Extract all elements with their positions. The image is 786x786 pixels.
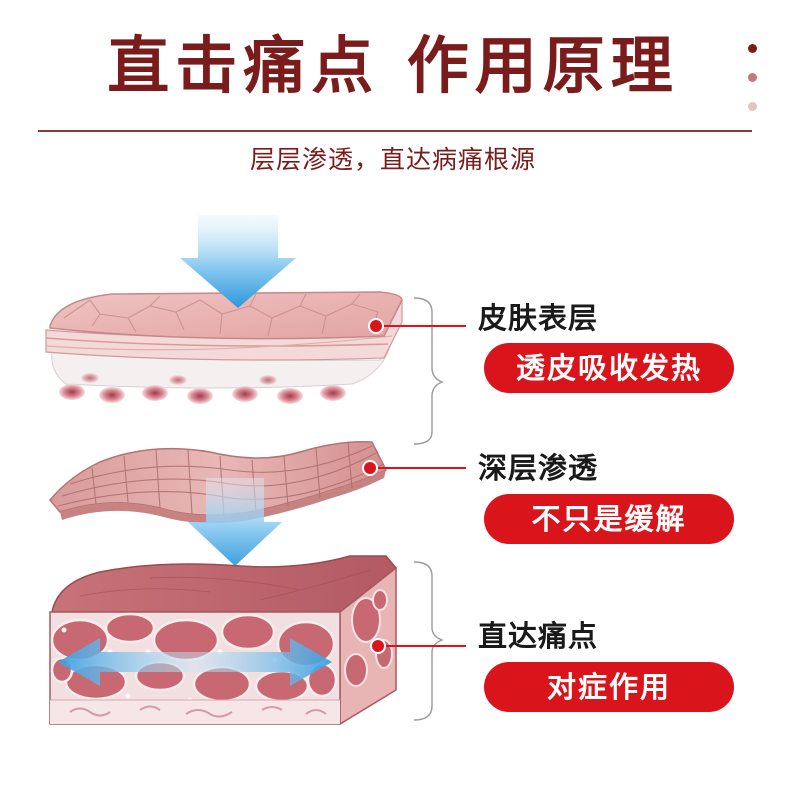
dot-icon	[748, 102, 757, 111]
header-divider	[38, 130, 752, 132]
callout-line-2	[362, 460, 466, 476]
dot-icon	[748, 44, 757, 53]
dot-icon	[748, 73, 757, 82]
down-arrow-icon	[180, 215, 296, 308]
bracket-top	[413, 297, 444, 445]
double-arrow-icon	[58, 638, 332, 686]
layer-label-pain-point: 直达痛点	[478, 619, 599, 653]
layer-pill-deep-penetration: 不只是缓解	[484, 494, 734, 544]
skin-surface-layer	[45, 291, 403, 404]
cell-row	[59, 373, 346, 404]
callout-line-3	[370, 638, 466, 654]
bracket-bottom	[413, 561, 444, 721]
layer-pill-skin-surface: 透皮吸收发热	[484, 343, 734, 393]
decorative-dots	[748, 44, 760, 131]
layer-label-deep-penetration: 深层渗透	[478, 451, 599, 485]
layer-label-skin-surface: 皮肤表层	[478, 301, 599, 335]
down-arrow-icon	[188, 478, 282, 566]
page-subtitle: 层层渗透，直达病痛根源	[249, 145, 536, 174]
muscle-block	[49, 555, 398, 726]
layer-pill-pain-point: 对症作用	[484, 662, 734, 712]
page-title: 直击痛点 作用原理	[107, 29, 679, 102]
callout-line-1	[368, 318, 466, 334]
